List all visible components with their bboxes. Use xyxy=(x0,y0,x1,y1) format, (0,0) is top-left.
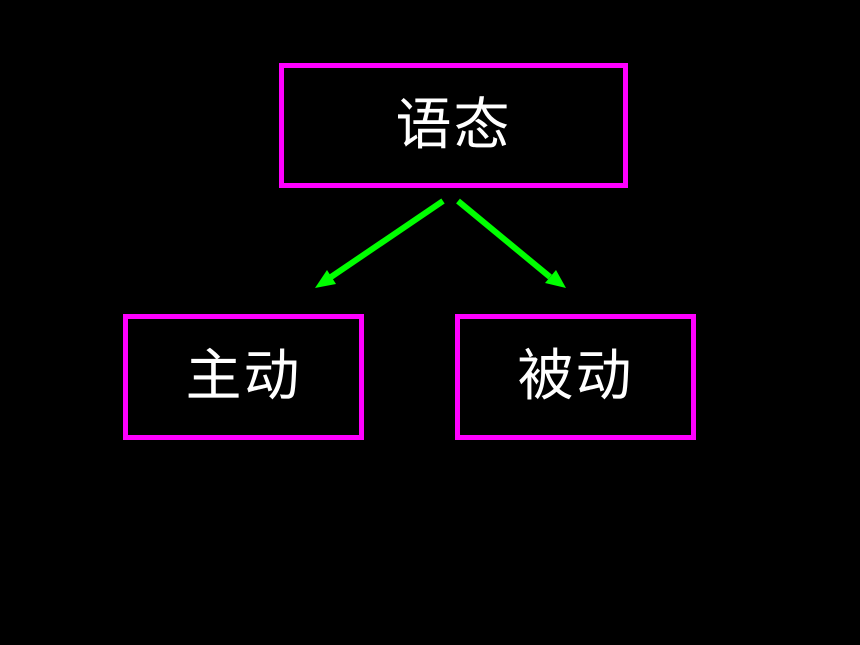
arrow-to-right-head xyxy=(545,270,566,288)
root-node-box: 语态 xyxy=(279,63,628,188)
arrow-to-right-shaft xyxy=(456,198,552,280)
right-child-label: 被动 xyxy=(517,344,634,409)
arrow-to-left-shaft xyxy=(329,198,445,280)
left-child-box: 主动 xyxy=(123,314,364,440)
arrow-to-left-head xyxy=(315,270,336,288)
root-node-label: 语态 xyxy=(395,92,512,158)
left-child-label: 主动 xyxy=(185,344,302,409)
right-child-box: 被动 xyxy=(455,314,696,440)
